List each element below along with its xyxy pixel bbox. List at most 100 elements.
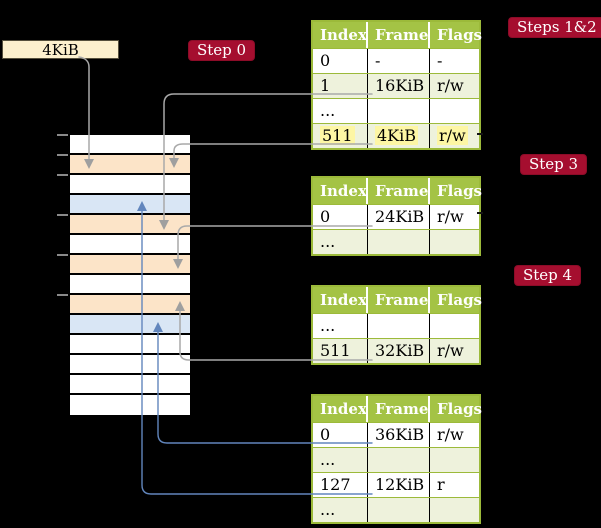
memory-address-tick (57, 154, 68, 156)
table-cell: 24KiB (368, 205, 430, 229)
memory-frame-row-2-white (70, 175, 190, 195)
table-cell: 1 (313, 74, 368, 98)
memory-frame-row-8-peach (70, 295, 190, 315)
table-cell (430, 99, 479, 123)
cell-value: - (437, 51, 443, 70)
table-row-ellipsis: ... (313, 313, 479, 338)
table-cell (430, 498, 479, 522)
table-cell: ... (313, 314, 368, 338)
table-cell: 0 (313, 423, 368, 447)
table-cell: - (368, 49, 430, 73)
cell-value: r/w (437, 341, 464, 360)
memory-frame-row-10-white (70, 335, 190, 355)
cell-value: 0 (320, 425, 331, 444)
table-cell: 32KiB (368, 339, 430, 363)
column-header-index: Index (313, 22, 368, 48)
cell-value: 0 (320, 51, 331, 70)
cell-value: r/w (437, 207, 464, 226)
table-cell: r/w (430, 423, 479, 447)
table-cell: ... (313, 498, 368, 522)
memory-address-tick (57, 174, 68, 176)
column-header-index: Index (313, 178, 368, 204)
table-cell (368, 448, 430, 472)
table-cell (368, 314, 430, 338)
table-cell: r/w (430, 339, 479, 363)
table-cell: 4KiB (368, 124, 430, 148)
table-cell: ... (313, 99, 368, 123)
physical-memory-column (68, 133, 192, 417)
step-label-1and2: Steps 1&2 (508, 17, 601, 38)
memory-address-tick (57, 254, 68, 256)
table-cell: r/w (430, 124, 479, 148)
table-cell: 0 (313, 205, 368, 229)
cell-value: 1 (320, 76, 331, 95)
table-row-0: 0 24KiB r/w (313, 204, 479, 229)
table-row-ellipsis: ... (313, 497, 479, 522)
column-header-flags: Flags (437, 400, 482, 418)
memory-frame-row-11-white (70, 355, 190, 375)
highlighted-value: 511 (320, 126, 355, 145)
cell-value: r (437, 475, 445, 494)
cell-value: ... (320, 232, 336, 251)
step-label-0: Step 0 (188, 40, 256, 61)
table-cell (430, 314, 479, 338)
column-header-frame: Frame (368, 287, 430, 313)
column-header-frame: Frame (368, 396, 430, 422)
table-row-ellipsis: ... (313, 447, 479, 472)
table-cell (368, 99, 430, 123)
column-header-flags: Flags (437, 182, 482, 200)
memory-address-tick (57, 214, 68, 216)
column-header-frame: Frame (368, 22, 430, 48)
table-cell: 36KiB (368, 423, 430, 447)
cell-value: 511 (320, 341, 351, 360)
memory-address-tick (57, 134, 68, 136)
table-cell (368, 498, 430, 522)
memory-address-tick (57, 294, 68, 296)
memory-frame-row-7-white (70, 275, 190, 295)
cell-value: ... (320, 450, 336, 469)
table-cell: 511 (313, 124, 368, 148)
table-cell: 0 (313, 49, 368, 73)
memory-frame-row-3-blue (70, 195, 190, 215)
table-cell (430, 448, 479, 472)
column-header-flags: Flags (437, 26, 482, 44)
memory-frame-row-5-white (70, 235, 190, 255)
crop-artifact-dash (477, 212, 483, 214)
cell-value: 0 (320, 207, 331, 226)
step-label-3: Step 3 (520, 154, 588, 175)
column-header-index: Index (313, 396, 368, 422)
table-cell (368, 230, 430, 254)
table-cell: 127 (313, 473, 368, 497)
memory-frame-row-4-peach (70, 215, 190, 235)
table-cell: 16KiB (368, 74, 430, 98)
table-row-0: 0 - - (313, 48, 479, 73)
crop-artifact-dash (477, 133, 483, 135)
table-cell: 12KiB (368, 473, 430, 497)
cell-value: 12KiB (375, 475, 425, 494)
memory-frame-row-12-white (70, 375, 190, 395)
cell-value: ... (320, 316, 336, 335)
cell-value: 16KiB (375, 76, 425, 95)
frame-address-box: 4KiB (2, 40, 119, 59)
table-cell: 511 (313, 339, 368, 363)
cell-value: - (375, 51, 381, 70)
cell-value: 24KiB (375, 207, 425, 226)
memory-frame-row-13-white (70, 395, 190, 415)
memory-frame-row-9-blue (70, 315, 190, 335)
cell-value: 32KiB (375, 341, 425, 360)
table-row-511: 511 32KiB r/w (313, 338, 479, 363)
table-row-ellipsis: ... (313, 98, 479, 123)
step-label-4: Step 4 (514, 265, 582, 286)
table-row-ellipsis: ... (313, 229, 479, 254)
